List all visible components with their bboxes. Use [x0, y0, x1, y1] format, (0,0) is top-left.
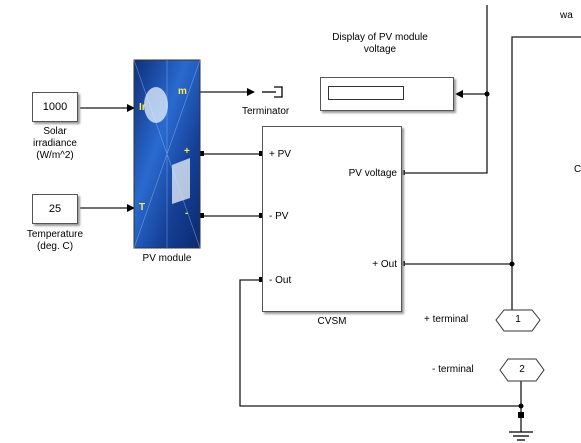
temperature-constant-block[interactable]: 25 — [32, 194, 78, 224]
irradiance-label-line3: (W/m^2) — [36, 150, 74, 161]
temperature-label-line1: Temperature — [26, 229, 84, 240]
junction-out-plus — [509, 261, 515, 267]
pv-port-t: T — [139, 202, 146, 213]
pv-port-ir: Ir — [139, 102, 146, 113]
irradiance-label: Solar irradiance (W/m^2) — [20, 126, 90, 162]
pv-port-m: m — [178, 86, 187, 97]
pv-module-label: PV module — [142, 253, 192, 264]
irradiance-value: 1000 — [42, 101, 68, 113]
port-pv-plus-out — [199, 151, 204, 156]
port-cvsm-out-in — [259, 277, 264, 282]
pv-module-icon — [133, 59, 201, 249]
port-ground-top — [518, 412, 524, 418]
plus-terminal-number[interactable]: 1 — [515, 314, 521, 325]
pv-port-minus: - — [185, 208, 189, 219]
temperature-label-line2: (deg. C) — [36, 241, 74, 252]
temperature-value: 25 — [48, 203, 62, 215]
display-readout — [328, 86, 404, 100]
cvsm-port-minus-pv: - PV — [269, 211, 289, 222]
temperature-label: Temperature (deg. C) — [10, 229, 100, 253]
port-cvsm-plusout-out — [400, 261, 405, 266]
minus-terminal-shape — [499, 358, 545, 382]
wire-out-plus-up — [511, 36, 581, 264]
display-label-line2: voltage — [363, 44, 397, 55]
cvsm-port-pv-voltage: PV voltage — [348, 168, 397, 179]
pv-port-plus: + — [184, 146, 190, 157]
port-cvsm-plus-in — [259, 151, 264, 156]
irradiance-label-line2: irradiance — [33, 138, 77, 149]
cvsm-port-minus-out: - Out — [269, 275, 292, 286]
terminator-label: Terminator — [242, 106, 290, 117]
cvsm-label: CVSM — [317, 316, 347, 327]
plus-terminal-shape — [495, 309, 541, 332]
wire-out-minus — [239, 279, 521, 407]
irradiance-label-line1: Solar — [43, 126, 67, 137]
minus-terminal-number[interactable]: 2 — [519, 364, 525, 375]
port-cvsm-minus-in — [259, 213, 264, 218]
port-cvsm-voltage-out — [400, 170, 405, 175]
junction-ground — [518, 403, 524, 409]
pv-module-block[interactable]: m Ir + T - — [134, 60, 200, 248]
irradiance-constant-block[interactable]: 1000 — [32, 92, 78, 122]
display-label: Display of PV module voltage — [300, 32, 460, 56]
minus-terminal-label: - terminal — [432, 364, 474, 375]
terminator-icon — [262, 86, 283, 98]
cvsm-port-plus-out: + Out — [372, 259, 397, 270]
display-block[interactable] — [320, 77, 454, 111]
ground-icon — [509, 431, 533, 441]
edge-fragment: C — [574, 164, 581, 175]
port-pv-minus-out — [199, 213, 204, 218]
junction-voltage — [484, 91, 490, 97]
cvsm-port-plus-pv: + PV — [269, 149, 291, 160]
title-fragment: wa — [560, 10, 573, 21]
wire-pv-voltage — [402, 5, 488, 174]
plus-terminal-label: + terminal — [424, 314, 469, 325]
cvsm-block[interactable]: + PV - PV - Out PV voltage + Out — [262, 126, 402, 312]
display-label-line1: Display of PV module — [332, 32, 428, 43]
